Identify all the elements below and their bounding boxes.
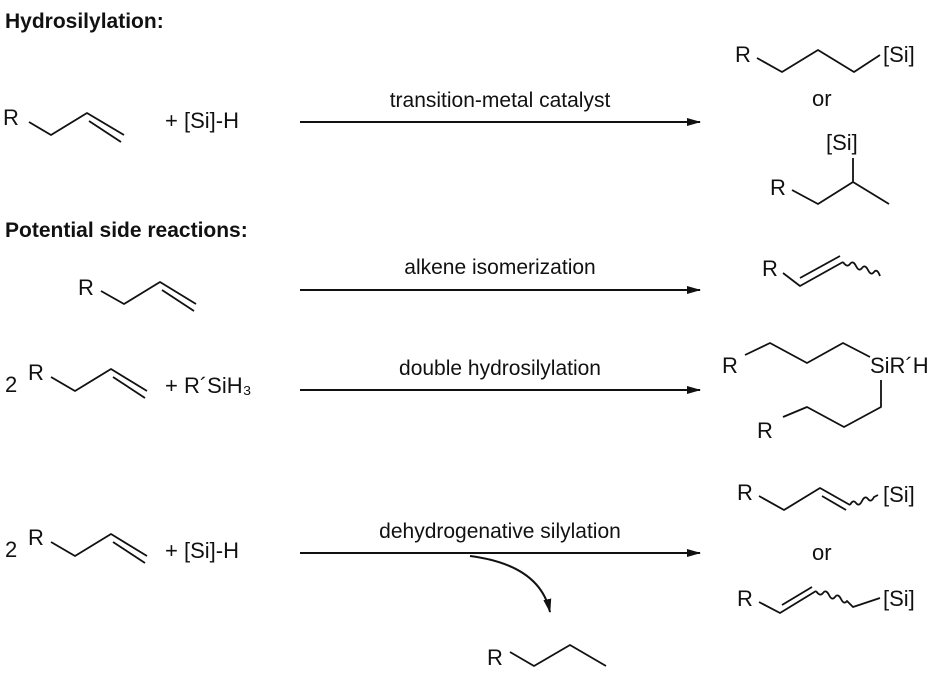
vinylsilane-structure xyxy=(758,586,881,614)
r-group: R xyxy=(28,525,44,550)
silane-group: SiR´H xyxy=(870,353,929,378)
r-group: R xyxy=(28,360,44,385)
arrow-label: double hydrosilylation xyxy=(399,357,601,380)
allyl-structure xyxy=(50,533,148,564)
heading-hydrosilylation: Hydrosilylation: xyxy=(5,10,164,33)
arrow-label: dehydrogenative silylation xyxy=(379,520,621,543)
allyl-structure xyxy=(50,368,148,399)
propyl-chain xyxy=(744,342,871,364)
r-group: R xyxy=(762,256,778,281)
allyl-structure xyxy=(100,281,197,312)
reaction-hydrosilylation: R + [Si]-H transition-metal catalyst R [… xyxy=(3,42,915,205)
arrow-label: transition-metal catalyst xyxy=(390,89,611,112)
internal-alkene-structure xyxy=(782,255,881,287)
alkane-byproduct-structure xyxy=(509,644,607,667)
r-group: R xyxy=(735,42,751,67)
r-group: R xyxy=(737,586,753,611)
arrow-label: alkene isomerization xyxy=(404,256,595,279)
r-group: R xyxy=(722,353,738,378)
propyl-chain xyxy=(782,380,882,428)
silyl-group: [Si] xyxy=(883,42,915,67)
reagent: + R´SiH₃ xyxy=(165,373,252,398)
silyl-group: [Si] xyxy=(883,482,915,507)
heading-side-reactions: Potential side reactions: xyxy=(5,219,248,242)
branched-product-structure xyxy=(791,158,890,205)
r-group: R xyxy=(78,275,94,300)
reaction-isomerization: R alkene isomerization R xyxy=(78,255,881,312)
or-text: or xyxy=(812,86,832,111)
byproduct-arrow xyxy=(469,555,552,613)
r-group: R xyxy=(770,175,786,200)
r-group: R xyxy=(737,480,753,505)
reaction-double-hydrosilylation: 2 R + R´SiH₃ double hydrosilylation R Si… xyxy=(5,342,929,443)
silyl-group: [Si] xyxy=(826,130,858,155)
silyl-group: [Si] xyxy=(883,586,915,611)
reaction-dehydrogenative-silylation: 2 R + [Si]-H dehydrogenative silylation … xyxy=(5,480,915,670)
allyl-structure xyxy=(28,112,125,143)
allylsilane-structure xyxy=(758,487,879,511)
r-group: R xyxy=(487,645,503,670)
reagent: + [Si]-H xyxy=(165,538,239,563)
coefficient: 2 xyxy=(5,537,17,562)
linear-product-structure xyxy=(756,49,881,73)
r-group: R xyxy=(757,418,773,443)
reagent: + [Si]-H xyxy=(165,108,239,133)
or-text: or xyxy=(812,540,832,565)
coefficient: 2 xyxy=(5,372,17,397)
r-group: R xyxy=(3,105,19,130)
